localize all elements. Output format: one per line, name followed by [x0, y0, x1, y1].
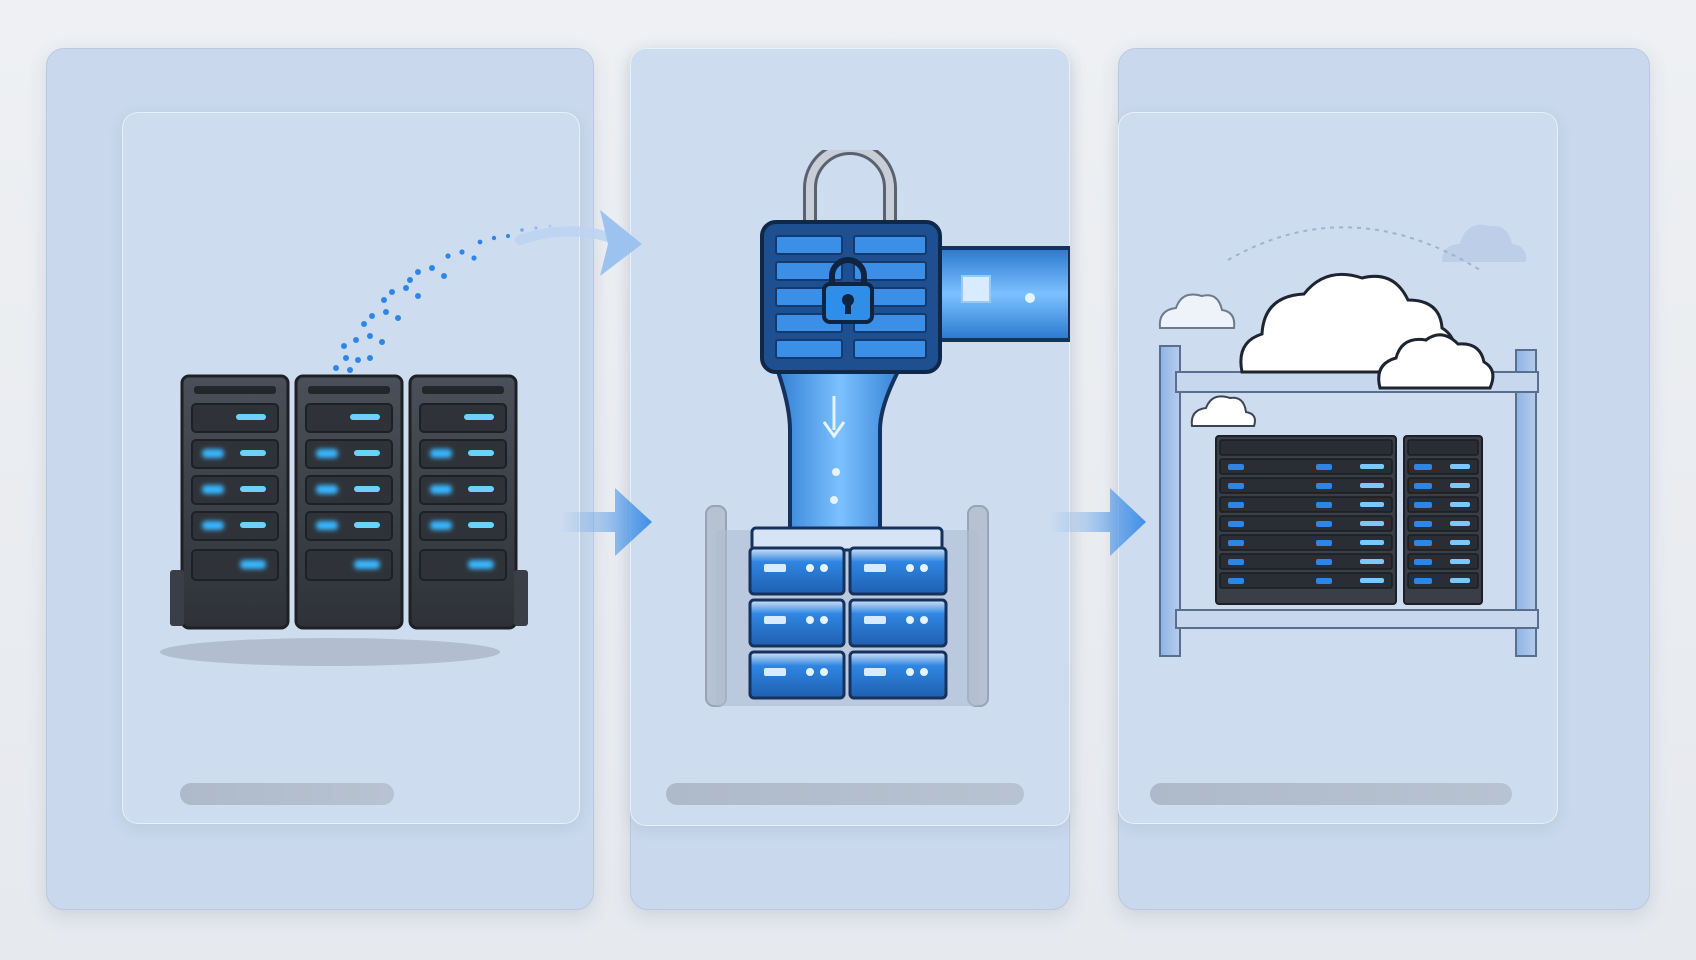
- lock-icon: [822, 257, 874, 324]
- cloud-datacenter-icon: [1158, 224, 1539, 657]
- step-2-caption-placeholder: [666, 783, 1024, 805]
- server-shelf: [1215, 435, 1483, 605]
- server-rack-right: [408, 374, 528, 630]
- step-1-caption-placeholder: [180, 783, 394, 805]
- encrypted-storage-icon: [705, 150, 1070, 707]
- storage-drives: [748, 526, 948, 700]
- cloud-icon: [1190, 272, 1495, 427]
- server-rack-icon: [160, 210, 642, 666]
- server-rack-left: [170, 374, 290, 630]
- flow-arrow-2-icon: [1050, 488, 1146, 556]
- step-3-caption-placeholder: [1150, 783, 1512, 805]
- flow-arrow-1-icon: [560, 488, 652, 556]
- server-rack-middle: [294, 374, 404, 630]
